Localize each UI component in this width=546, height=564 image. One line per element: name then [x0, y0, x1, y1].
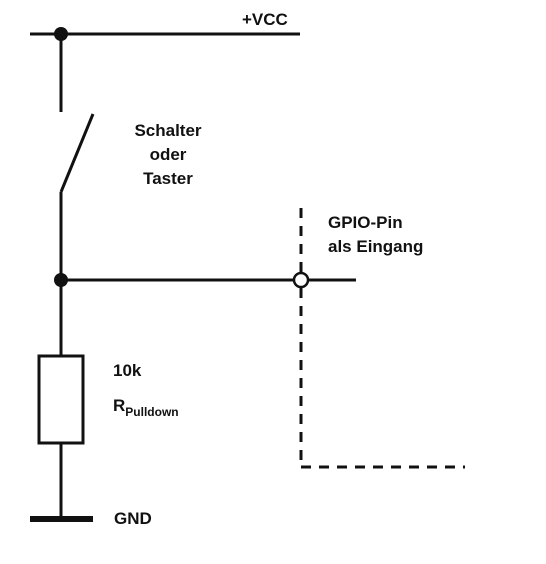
- resistor-symbol-label: RPulldown: [113, 396, 179, 419]
- vcc-label: +VCC: [242, 10, 288, 29]
- pulldown-resistor: [37, 354, 85, 445]
- gpio-label-line2: als Eingang: [328, 237, 423, 256]
- switch-label-line3: Taster: [143, 169, 193, 188]
- gpio-pin-terminal: [292, 271, 310, 289]
- gpio-label-line1: GPIO-Pin: [328, 213, 403, 232]
- resistor-value-label: 10k: [113, 361, 142, 380]
- switch-lever: [59, 113, 95, 193]
- gnd-label: GND: [114, 509, 152, 528]
- switch-label-line2: oder: [150, 145, 187, 164]
- switch-label-line1: Schalter: [134, 121, 201, 140]
- resistor-symbol-letter: R: [113, 396, 125, 415]
- resistor-subscript: Pulldown: [125, 405, 178, 419]
